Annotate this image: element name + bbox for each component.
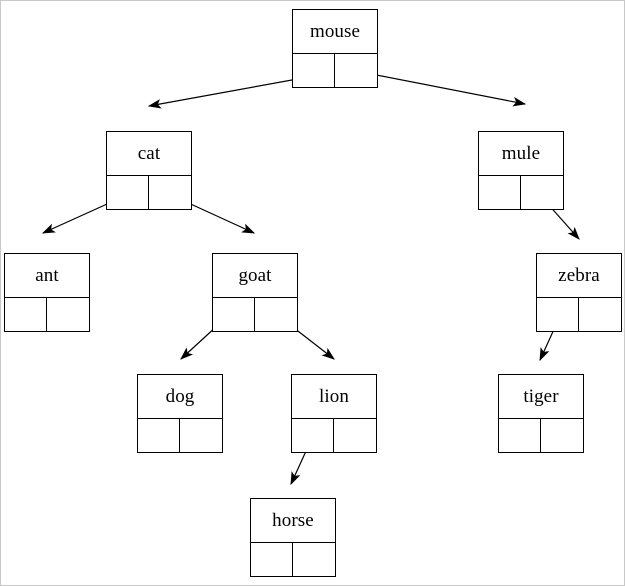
- tree-node-tiger[interactable]: tiger: [498, 374, 584, 453]
- node-label-mule: mule: [479, 132, 563, 176]
- node-label-horse: horse: [251, 499, 335, 543]
- node-left-pointer-mule[interactable]: [479, 176, 521, 209]
- tree-node-dog[interactable]: dog: [137, 374, 223, 453]
- node-label-zebra: zebra: [537, 254, 621, 298]
- node-right-pointer-goat[interactable]: [255, 298, 297, 331]
- tree-node-horse[interactable]: horse: [250, 498, 336, 577]
- node-pointer-row-tiger: [499, 419, 583, 452]
- edge-mouse-left-to-cat: [147, 75, 315, 109]
- node-right-pointer-mouse[interactable]: [335, 54, 377, 87]
- node-pointer-row-dog: [138, 419, 222, 452]
- node-pointer-row-mule: [479, 176, 563, 209]
- tree-node-goat[interactable]: goat: [212, 253, 298, 332]
- node-pointer-row-goat: [213, 298, 297, 331]
- node-pointer-row-horse: [251, 543, 335, 576]
- tree-node-zebra[interactable]: zebra: [536, 253, 622, 332]
- node-right-pointer-horse[interactable]: [293, 543, 335, 576]
- node-right-pointer-mule[interactable]: [521, 176, 563, 209]
- node-right-pointer-zebra[interactable]: [579, 298, 621, 331]
- node-left-pointer-goat[interactable]: [213, 298, 255, 331]
- node-label-cat: cat: [107, 132, 191, 176]
- node-left-pointer-tiger[interactable]: [499, 419, 541, 452]
- node-pointer-row-mouse: [293, 54, 377, 87]
- node-right-pointer-cat[interactable]: [149, 176, 191, 209]
- node-label-goat: goat: [213, 254, 297, 298]
- node-right-pointer-dog[interactable]: [180, 419, 222, 452]
- node-left-pointer-horse[interactable]: [251, 543, 293, 576]
- tree-node-mouse[interactable]: mouse: [292, 9, 378, 88]
- node-left-pointer-mouse[interactable]: [293, 54, 335, 87]
- node-pointer-row-lion: [292, 419, 376, 452]
- node-right-pointer-tiger[interactable]: [541, 419, 583, 452]
- tree-node-mule[interactable]: mule: [478, 131, 564, 210]
- node-left-pointer-dog[interactable]: [138, 419, 180, 452]
- node-left-pointer-cat[interactable]: [107, 176, 149, 209]
- node-label-tiger: tiger: [499, 375, 583, 419]
- node-left-pointer-ant[interactable]: [5, 298, 47, 331]
- node-right-pointer-ant[interactable]: [47, 298, 89, 331]
- node-pointer-row-zebra: [537, 298, 621, 331]
- tree-node-lion[interactable]: lion: [291, 374, 377, 453]
- tree-node-cat[interactable]: cat: [106, 131, 192, 210]
- node-label-lion: lion: [292, 375, 376, 419]
- tree-node-ant[interactable]: ant: [4, 253, 90, 332]
- node-label-mouse: mouse: [293, 10, 377, 54]
- node-right-pointer-lion[interactable]: [334, 419, 376, 452]
- node-left-pointer-zebra[interactable]: [537, 298, 579, 331]
- node-label-ant: ant: [5, 254, 89, 298]
- node-label-dog: dog: [138, 375, 222, 419]
- node-left-pointer-lion[interactable]: [292, 419, 334, 452]
- edge-mouse-right-to-mule: [355, 70, 527, 107]
- node-pointer-row-ant: [5, 298, 89, 331]
- node-pointer-row-cat: [107, 176, 191, 209]
